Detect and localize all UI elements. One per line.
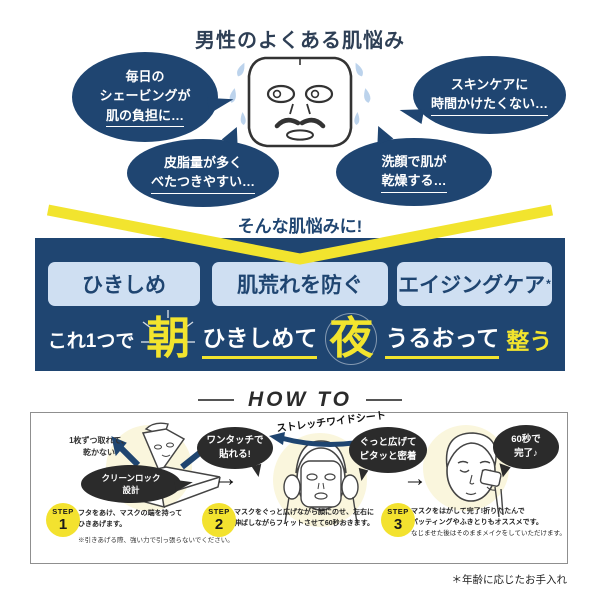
desc-line: マスクをはがして完了!折りたたんで [411, 508, 525, 515]
benefit-badge-aging: エイジングケア* [397, 262, 552, 306]
step1-note: 1枚ずつ取れて、 乾かない [47, 435, 151, 459]
page-title: 男性のよくある肌悩み [195, 30, 405, 52]
transition-label: そんな肌悩みに! [237, 217, 363, 236]
step3-face-illustration [445, 432, 504, 517]
night-action: うるおって [385, 319, 500, 359]
night-kanji-wrap: 夜 [324, 312, 378, 366]
desc-line-small: なじませた後はそのままメイクをしていただけます。 [411, 529, 566, 537]
desc-line: ひきあげます。 [78, 520, 127, 528]
concern-line: 皮脂量が多く [163, 154, 242, 170]
concern-bubble-shaving: 毎日の シェービングが 肌の負担に… [72, 52, 235, 142]
step-label: STEP [208, 507, 230, 517]
concern-line: シェービングが [99, 88, 191, 104]
concern-line-underlined: 時間かけたくない… [430, 94, 548, 116]
moon-ring-icon [325, 313, 378, 365]
badge-label: 肌荒れを防ぐ [237, 274, 363, 297]
bubble-tail [397, 105, 425, 124]
bubble-tail [251, 463, 265, 479]
morning-kanji-wrap: 朝 [141, 310, 196, 366]
step-label: STEP [387, 507, 409, 517]
concern-line-underlined: 肌の負担に… [105, 106, 184, 128]
divider-line [365, 399, 402, 401]
callout-one-touch: ワンタッチで 貼れる! [197, 427, 273, 479]
concern-line: スキンケアに [450, 76, 529, 92]
night-kanji: 夜 [329, 313, 374, 364]
tagline: これ1つで 朝 ひきしめて 夜 うるおって 整う [35, 310, 565, 368]
step-1-caution: ※引きあげる際、強い力で引っ張らないでください。 [78, 537, 234, 544]
callout-line: 貼れる! [219, 449, 251, 460]
benefit-badge-roughness: 肌荒れを防ぐ [212, 262, 388, 306]
step-number: 1 [58, 515, 68, 533]
callout-fit: ぐっと広げて ピタッと密着 [349, 427, 427, 483]
sweat-drop-icons [229, 62, 371, 125]
step-2-description: マスクをぐっと広げながら顔にのせ、左右に 伸ばしながらフィットさせて60秒おきま… [234, 508, 374, 530]
concern-line-underlined: 乾燥する… [381, 171, 447, 193]
concern-bubble-dryness: 洗顔で肌が 乾燥する… [336, 122, 492, 206]
callout-line: ワンタッチで [206, 435, 264, 447]
note-line: 乾かない [83, 448, 115, 457]
divider-line [198, 399, 235, 401]
callout-line: クリーンロック [101, 472, 161, 483]
step-number: 2 [214, 515, 224, 533]
concern-bubble-time: スキンケアに 時間かけたくない… [397, 56, 566, 134]
asterisk-mark: * [546, 277, 551, 291]
morning-action: ひきしめて [202, 319, 318, 359]
howto-box: 1枚ずつ取れて、 乾かない クリーンロック 設計 → ストレッチワイドシート [30, 410, 568, 564]
callout-line: 設計 [122, 485, 140, 495]
concern-line-underlined: べたつきやすい… [150, 172, 255, 194]
burst-icon [141, 310, 196, 343]
concern-bubble-sebum: 皮脂量が多く べたつきやすい… [127, 123, 279, 207]
desc-line: フタをあけ、マスクの端を持って [78, 510, 183, 517]
note-line: 1枚ずつ取れて、 [69, 436, 129, 445]
desc-line: マスクをぐっと広げながら顔にのせ、左右に [234, 509, 374, 516]
step-chip-1: STEP 1 [46, 503, 80, 537]
concern-line: 洗顔で肌が [381, 153, 447, 169]
badge-label: エイジングケア [398, 274, 546, 297]
step-3-description: マスクをはがして完了!折りたたんで パッティングやふきとりもオススメです。 なじ… [411, 507, 566, 539]
callout-clean-lock: クリーンロック 設計 [81, 465, 194, 503]
step-1-description: フタをあけ、マスクの端を持って ひきあげます。 [78, 509, 182, 531]
howto-heading: HOW TO [0, 388, 600, 412]
step-number: 3 [393, 515, 403, 533]
step-label: STEP [52, 507, 74, 517]
desc-line: パッティングやふきとりもオススメです。 [411, 518, 543, 526]
desc-line: 伸ばしながらフィットさせて60秒おきます。 [234, 519, 374, 527]
bubble-tail [174, 478, 194, 492]
callout-line: 60秒で [511, 434, 541, 446]
callout-line: 完了♪ [514, 448, 538, 459]
footnote: ＊年齢に応じたお手入れ [451, 574, 568, 586]
step-chip-2: STEP 2 [202, 503, 236, 537]
tagline-prefix: これ1つで [47, 330, 135, 352]
callout-line: ぐっと広げて [359, 437, 417, 449]
step-arrow-icon: → [214, 465, 238, 492]
callout-done: 60秒で 完了♪ [493, 425, 559, 479]
mask-face-illustration [229, 56, 371, 148]
tagline-suffix: 整う [506, 328, 553, 354]
concern-line: 毎日の [125, 68, 165, 84]
badge-label: ひきしめ [82, 274, 166, 297]
step-chip-3: STEP 3 [381, 503, 415, 537]
step-arrow-icon: → [403, 465, 427, 492]
chevron-down-icon [46, 204, 554, 265]
benefit-badge-tightening: ひきしめ [48, 262, 200, 306]
morning-kanji: 朝 [146, 313, 191, 364]
callout-line: ピタッと密着 [359, 451, 417, 462]
howto-title: HOW TO [248, 388, 352, 411]
